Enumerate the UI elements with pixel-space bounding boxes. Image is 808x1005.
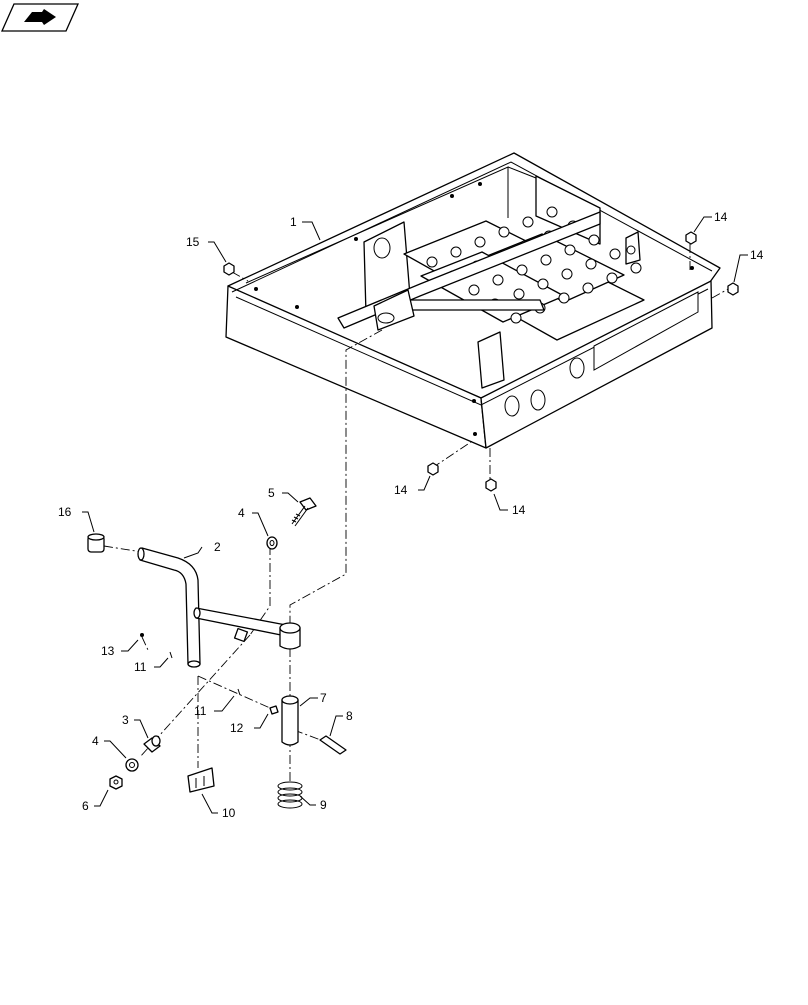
callout-6: 6 bbox=[82, 799, 89, 813]
main-frame-weldment bbox=[225, 152, 721, 449]
floor-hole bbox=[585, 258, 597, 270]
floor-hole bbox=[474, 236, 486, 248]
floor-hole bbox=[468, 284, 480, 296]
floor-hole bbox=[606, 272, 618, 284]
callout-5: 5 bbox=[268, 486, 275, 500]
callout-leaders bbox=[82, 216, 748, 814]
washer-part-4b bbox=[125, 758, 139, 772]
pin-part-13 bbox=[140, 633, 144, 637]
callout-11b: 11 bbox=[194, 704, 207, 718]
callout-14b: 14 bbox=[750, 248, 764, 262]
callout-2: 2 bbox=[214, 540, 221, 554]
nut-part-14d bbox=[485, 478, 497, 492]
roll-pin-part-8 bbox=[319, 735, 347, 755]
callout-11a: 11 bbox=[134, 660, 147, 674]
floor-hole bbox=[513, 288, 525, 300]
callout-15: 15 bbox=[186, 235, 200, 249]
callout-14d: 14 bbox=[512, 503, 526, 517]
floor-hole bbox=[540, 254, 552, 266]
floor-hole bbox=[561, 268, 573, 280]
lever-rod-part-2 bbox=[137, 547, 301, 668]
floor-hole bbox=[558, 292, 570, 304]
pivot-pin-part-7 bbox=[281, 695, 299, 746]
callout-13: 13 bbox=[101, 644, 115, 658]
bolt-part-5 bbox=[291, 497, 317, 527]
floor-hole bbox=[564, 244, 576, 256]
nut-part-15 bbox=[223, 262, 235, 276]
cotter-pin-part-11b bbox=[237, 688, 241, 696]
callout-9: 9 bbox=[320, 798, 327, 812]
floor-hole bbox=[498, 226, 510, 238]
callout-3: 3 bbox=[122, 713, 129, 727]
callout-4a: 4 bbox=[238, 506, 245, 520]
pin-part-12 bbox=[269, 705, 279, 715]
callout-8: 8 bbox=[346, 709, 353, 723]
nut-part-14a bbox=[685, 231, 697, 245]
callout-labels: 1 2 3 4 4 5 6 7 8 9 10 11 11 12 13 14 14… bbox=[58, 210, 764, 820]
callout-10: 10 bbox=[222, 806, 236, 820]
floor-hole bbox=[492, 274, 504, 286]
floor-hole bbox=[546, 206, 558, 218]
next-page-arrow-icon[interactable] bbox=[0, 3, 80, 32]
callout-1: 1 bbox=[290, 215, 297, 229]
callout-12: 12 bbox=[230, 721, 244, 735]
floor-hole bbox=[588, 234, 600, 246]
callout-14c: 14 bbox=[394, 483, 408, 497]
floor-hole bbox=[630, 262, 642, 274]
nut-part-14c bbox=[427, 462, 439, 476]
floor-hole bbox=[450, 246, 462, 258]
floor-hole bbox=[609, 248, 621, 260]
callout-7: 7 bbox=[320, 691, 327, 705]
bushing-part-16 bbox=[87, 533, 105, 553]
clip-part-10 bbox=[187, 767, 215, 793]
floor-hole bbox=[537, 278, 549, 290]
nut-part-14b bbox=[727, 282, 739, 296]
floor-hole bbox=[510, 312, 522, 324]
spacer-part-3 bbox=[143, 735, 161, 753]
spring-part-9 bbox=[277, 781, 303, 809]
callout-16: 16 bbox=[58, 505, 72, 519]
floor-hole bbox=[426, 256, 438, 268]
cotter-pin-part-11a bbox=[169, 651, 173, 659]
floor-hole bbox=[516, 264, 528, 276]
callout-4b: 4 bbox=[92, 734, 99, 748]
floor-hole bbox=[522, 216, 534, 228]
nut-part-6 bbox=[109, 775, 123, 790]
floor-hole bbox=[582, 282, 594, 294]
callout-14a: 14 bbox=[714, 210, 728, 224]
washer-part-4a bbox=[266, 536, 278, 550]
